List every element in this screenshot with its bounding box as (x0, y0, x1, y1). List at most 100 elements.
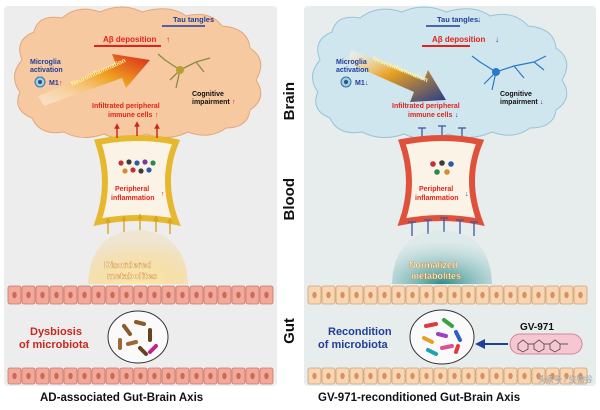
gut-cell-nucleus (12, 372, 17, 380)
gut-cell-nucleus (312, 372, 317, 380)
right-blocked-arrows-blood (408, 217, 478, 236)
gut-cell-nucleus (438, 372, 443, 380)
left-tau-arrow-icon: ↑ (210, 15, 214, 24)
right-footer-title: GV-971-reconditioned Gut-Brain Axis (318, 392, 521, 404)
left-cognitive-arrow-icon: ↑ (232, 99, 236, 106)
left-microbiota-circle (107, 310, 169, 364)
right-tau-arrow-icon: ↓ (477, 15, 481, 24)
gut-cell-nucleus (82, 291, 87, 299)
left-metabolites-dome (88, 230, 188, 284)
gut-cell-nucleus (96, 372, 101, 380)
right-cognitive-label-1: Cognitive (500, 91, 532, 98)
gut-cell-nucleus (508, 291, 513, 299)
right-microglia-label-1: Microglia (336, 59, 367, 66)
left-m1-arrow-icon: ↑ (59, 80, 63, 87)
gut-cell-nucleus (138, 372, 143, 380)
gut-cell-nucleus (166, 372, 171, 380)
gut-cell-nucleus (578, 291, 583, 299)
gut-cell-nucleus (382, 291, 387, 299)
gut-cell-nucleus (236, 291, 241, 299)
gut-cell-nucleus (494, 291, 499, 299)
watermark: 头条号 / 生物谷 (538, 374, 593, 384)
left-cognitive-label-2: impairment (192, 99, 230, 106)
right-cognitive-arrow-icon: ↓ (540, 99, 544, 106)
gut-cell-nucleus (494, 372, 499, 380)
right-peripheral-arrow-icon: ↓ (465, 191, 469, 198)
left-microglia-nucleus-icon (38, 80, 42, 84)
left-gut-epithelium-top (7, 285, 274, 305)
gut-cell-nucleus (82, 372, 87, 380)
left-microglia-label-1: Microglia (30, 59, 61, 66)
right-bacteria-icon (422, 318, 462, 356)
gut-cell-nucleus (40, 291, 45, 299)
gut-cell-nucleus (326, 372, 331, 380)
gut-cell-nucleus (124, 291, 129, 299)
gut-cell-nucleus (340, 372, 345, 380)
gut-cell-nucleus (368, 372, 373, 380)
left-gut-epithelium-bottom (7, 367, 274, 385)
gut-cell-nucleus (564, 291, 569, 299)
gut-cell-nucleus (166, 291, 171, 299)
gut-cell-nucleus (312, 291, 317, 299)
gut-cell-nucleus (152, 372, 157, 380)
gut-cell-nucleus (466, 372, 471, 380)
right-gut-epithelium-bottom (307, 367, 588, 385)
gut-cell-nucleus (96, 291, 101, 299)
right-infiltrated-arrow-icon: ↓ (455, 112, 459, 119)
gut-cell-nucleus (480, 372, 485, 380)
left-infiltrated-arrow-icon: ↑ (155, 112, 159, 119)
gut-cell-nucleus (194, 291, 199, 299)
gut-cell-nucleus (396, 291, 401, 299)
gut-cell-nucleus (40, 372, 45, 380)
left-peripheral-label-2: inflammation (111, 195, 155, 202)
right-infiltrated-label-2: immune cells (408, 112, 452, 119)
right-cognitive-label-2: impairment (500, 99, 538, 106)
gut-cell-nucleus (550, 291, 555, 299)
left-dysbiosis-label-2: of microbiota (19, 339, 90, 351)
gut-cell-nucleus (264, 372, 269, 380)
gut-cell-nucleus (354, 372, 359, 380)
left-neuroinflammation-arrow-icon (38, 54, 150, 106)
left-m1-label: M1 (49, 80, 59, 87)
gut-cell-nucleus (68, 372, 73, 380)
gut-cell-nucleus (452, 291, 457, 299)
gut-cell-nucleus (396, 372, 401, 380)
right-brain-cloud (312, 6, 568, 140)
gut-cell-nucleus (522, 291, 527, 299)
left-footer-title: AD-associated Gut-Brain Axis (40, 392, 204, 404)
right-infiltrated-label-1: Infiltrated peripheral (392, 103, 460, 110)
gut-cell-nucleus (12, 291, 17, 299)
gut-cell-nucleus (250, 372, 255, 380)
left-blood-cells (118, 159, 156, 174)
left-bacteria-icon (118, 320, 158, 356)
right-tau-label: Tau tangles (437, 15, 478, 24)
gut-cell-nucleus (424, 372, 429, 380)
gut-cell-nucleus (564, 372, 569, 380)
gut-cell-nucleus (410, 372, 415, 380)
right-neuron-body-icon (492, 68, 500, 76)
right-blood-cells (430, 160, 454, 175)
right-drug-structure-icon (517, 339, 568, 353)
gut-cell-nucleus (152, 291, 157, 299)
gut-cell-nucleus (326, 291, 331, 299)
gut-cell-nucleus (180, 291, 185, 299)
right-m1-label: M1 (355, 80, 365, 87)
gut-cell-nucleus (138, 291, 143, 299)
left-abeta-label: Aβ deposition (103, 35, 156, 44)
gut-cell-nucleus (124, 372, 129, 380)
right-microglia-label-2: activation (336, 67, 369, 74)
left-tau-label: Tau tangles (173, 15, 214, 24)
left-metabolites-label-2: metabolites (107, 271, 157, 281)
gut-cell-nucleus (110, 291, 115, 299)
right-microglia-nucleus-icon (344, 80, 348, 84)
gut-cell-nucleus (110, 372, 115, 380)
gut-cell-nucleus (536, 372, 541, 380)
left-infiltrated-label-2: immune cells (108, 112, 152, 119)
left-upward-arrows (114, 121, 160, 138)
right-recondition-label-1: Recondition (328, 326, 392, 338)
gut-cell-nucleus (382, 372, 387, 380)
right-gut-epithelium-top (307, 285, 588, 305)
gut-cell-nucleus (208, 291, 213, 299)
right-blood-vessel (397, 135, 485, 227)
